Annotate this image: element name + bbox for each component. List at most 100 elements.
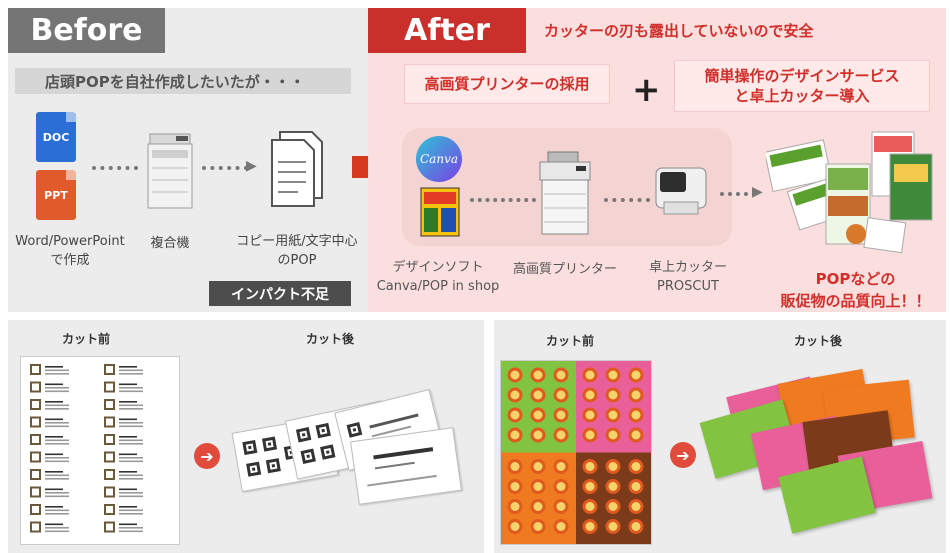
- donut-mark: [530, 459, 546, 474]
- card-text-line: [119, 387, 143, 389]
- card-qr-mark: [104, 434, 115, 445]
- card-text-line: [45, 471, 63, 473]
- donut-mark: [553, 367, 569, 383]
- donut-mark: [628, 519, 644, 534]
- donut-mark: [530, 367, 546, 383]
- card-text-line: [45, 418, 63, 421]
- donut-mark: [605, 387, 621, 403]
- card-text-line: [45, 478, 69, 480]
- donut-mark: [628, 427, 644, 443]
- flyer-sheet: [500, 360, 652, 545]
- donut-mark: [628, 459, 644, 474]
- donut-mark: [507, 499, 523, 514]
- word-doc-icon: DOC: [36, 112, 76, 162]
- impact-shortage-badge: インパクト不足: [209, 281, 351, 306]
- donut-mark: [530, 427, 546, 443]
- card-text-line: [45, 373, 69, 375]
- donut-mark: [628, 499, 644, 514]
- card-qr-mark: [104, 504, 115, 515]
- desktop-cutter-icon: [650, 162, 712, 218]
- donut-mark: [582, 459, 598, 474]
- card-text-line: [45, 453, 63, 456]
- card-text-line: [119, 366, 137, 368]
- donut-mark: [507, 519, 523, 534]
- card-text-line: [119, 425, 143, 428]
- flow-dots-3: [470, 198, 536, 202]
- donut-mark: [628, 367, 644, 383]
- card-text-line: [45, 506, 63, 508]
- donut-mark: [582, 427, 598, 443]
- br-arrow-icon: ➔: [670, 442, 696, 468]
- card-qr-mark: [30, 381, 41, 393]
- card-text-line: [119, 422, 143, 424]
- paper-stack-icon: [268, 128, 328, 208]
- card-qr-mark: [104, 364, 115, 375]
- donut-mark: [605, 459, 621, 474]
- donut-mark: [553, 519, 569, 534]
- donut-mark: [507, 479, 523, 494]
- card-qr-mark: [30, 486, 41, 498]
- donut-mark: [553, 479, 569, 494]
- design-service-card: 簡単操作のデザインサービスと卓上カッター導入: [674, 60, 930, 112]
- after-step2-label: 高画質プリンター: [512, 262, 617, 277]
- card-text-line: [119, 373, 143, 375]
- card-text-line: [119, 488, 137, 491]
- printer-adoption-card: 高画質プリンターの採用: [404, 64, 610, 104]
- donut-mark: [507, 407, 523, 423]
- business-card-sheet: [20, 356, 180, 545]
- card-text-line: [45, 527, 69, 529]
- promo-materials-image: [764, 124, 942, 264]
- card-text-line: [45, 369, 69, 372]
- donut-mark: [507, 427, 523, 443]
- card-text-line: [45, 390, 69, 393]
- card-qr-mark: [30, 364, 41, 375]
- card-qr-mark: [104, 381, 115, 393]
- card-text-line: [45, 425, 69, 428]
- card-text-line: [45, 523, 63, 526]
- donut-mark: [553, 499, 569, 514]
- card-text-line: [45, 495, 69, 498]
- card-text-line: [45, 460, 69, 463]
- card-text-line: [119, 527, 143, 529]
- card-text-line: [119, 495, 143, 498]
- before-step3-label: コピー用紙/文字中心のPOP: [236, 234, 358, 268]
- flow-dots-1: [92, 166, 138, 170]
- donut-mark: [605, 427, 621, 443]
- bl-after-cut-label: カット後: [306, 332, 355, 346]
- card-qr-mark: [30, 469, 41, 480]
- donut-mark: [605, 407, 621, 423]
- card-text-line: [119, 530, 143, 533]
- donut-mark: [605, 519, 621, 534]
- copier-icon: [146, 128, 194, 212]
- card-qr-mark: [104, 469, 115, 480]
- card-text-line: [119, 401, 137, 403]
- card-text-line: [119, 383, 137, 386]
- cut-card: [350, 427, 462, 505]
- card-text-line: [119, 443, 143, 445]
- plus-sign: +: [632, 70, 661, 110]
- card-qr-mark: [104, 486, 115, 498]
- donut-mark: [530, 499, 546, 514]
- card-text-line: [119, 436, 137, 438]
- card-qr-mark: [30, 451, 41, 463]
- card-text-line: [119, 404, 143, 407]
- donut-mark: [507, 367, 523, 383]
- card-text-line: [45, 457, 69, 459]
- card-qr-mark: [104, 399, 115, 410]
- after-tag: After: [368, 8, 526, 53]
- donut-mark: [530, 387, 546, 403]
- br-after-cut-label: カット後: [794, 334, 843, 348]
- donut-mark: [582, 367, 598, 383]
- card-text-line: [119, 523, 137, 526]
- card-text-line: [45, 509, 69, 512]
- flow-dots-5: [720, 192, 756, 196]
- donut-mark: [530, 479, 546, 494]
- card-text-line: [119, 492, 143, 494]
- card-text-line: [45, 488, 63, 491]
- donut-mark: [582, 519, 598, 534]
- card-text-line: [119, 513, 143, 515]
- donut-mark: [507, 459, 523, 474]
- donut-mark: [605, 367, 621, 383]
